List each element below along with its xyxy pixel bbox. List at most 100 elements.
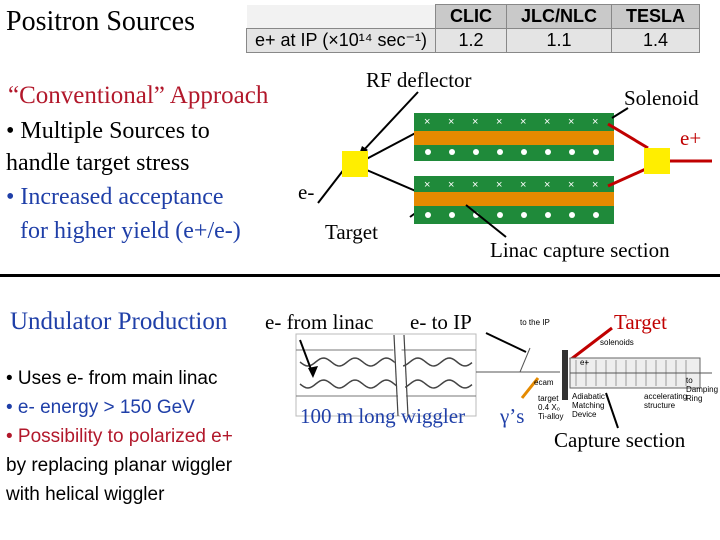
wiggler-wave <box>299 357 473 367</box>
undulator-bullet-3-cont-2: with helical wiggler <box>6 484 165 505</box>
linac-x-mark: × <box>544 179 550 191</box>
to-ip-small-label: to the IP <box>520 318 550 327</box>
linac-dot-mark <box>521 212 527 218</box>
linac-x-mark: × <box>568 179 574 191</box>
wiggler-label: 100 m long wiggler <box>300 404 466 428</box>
undulator-target-label: Target <box>614 310 667 334</box>
accel-small-label: accelerating structure <box>644 392 688 410</box>
linac-x-mark: × <box>544 116 550 128</box>
linac-x-mark: × <box>592 179 598 191</box>
wiggler-break-edge-2 <box>403 334 409 417</box>
solenoid-label: Solenoid <box>624 86 699 110</box>
table-cell-tesla: 1.4 <box>610 28 701 53</box>
target-note-small-label: target 0.4 X₀ Ti-alloy <box>538 394 564 421</box>
conventional-bullet-1-cont: handle target stress <box>6 150 190 176</box>
linac-dot-mark <box>497 149 503 155</box>
linac-x-mark: × <box>496 179 502 191</box>
rf-deflector-label: RF deflector <box>366 68 472 92</box>
wiggler-wave-lower <box>299 379 473 389</box>
wiggler-break <box>392 334 408 417</box>
linac-x-mark: × <box>472 116 478 128</box>
positron-rate-table: CLIC JLC/NLC TESLA e+ at IP (×10¹⁴ sec⁻¹… <box>246 4 701 53</box>
linac-capture-label: Linac capture section <box>490 238 670 262</box>
linac-dot-mark <box>545 212 551 218</box>
table-cell-jlc: 1.1 <box>505 28 612 53</box>
undulator-bullet-3-cont: by replacing planar wiggler <box>6 455 233 476</box>
positron-output-block <box>644 148 670 174</box>
linac-dot-mark <box>593 212 599 218</box>
linac-dot-mark <box>425 149 431 155</box>
linac-x-mark: × <box>424 116 430 128</box>
wiggler-break-edge-1 <box>393 334 399 417</box>
e-from-linac-label: e- from linac <box>265 310 374 334</box>
linac-x-mark: × <box>496 116 502 128</box>
undulator-bullet-1: • Uses e- from main linac <box>6 368 218 389</box>
section-divider <box>0 274 720 277</box>
capture-section-label: Capture section <box>554 428 686 452</box>
linac-cell-marks: × × × × × × × × × × × × × × × × <box>424 116 599 218</box>
table-corner <box>246 4 436 29</box>
linac-x-mark: × <box>448 179 454 191</box>
table-header-row: CLIC JLC/NLC TESLA <box>246 4 701 29</box>
table-col-clic: CLIC <box>434 4 507 29</box>
lower-linac-beam <box>414 192 614 206</box>
table-row-label: e+ at IP (×10¹⁴ sec⁻¹) <box>246 28 436 53</box>
linac-dot-mark <box>545 149 551 155</box>
linac-dot-mark <box>449 149 455 155</box>
e-to-ip-label: e- to IP <box>410 310 472 334</box>
linac-dot-mark <box>569 149 575 155</box>
linac-dot-mark <box>593 149 599 155</box>
conventional-heading: “Conventional” Approach <box>8 82 269 109</box>
upper-output-line <box>607 122 649 150</box>
undulator-bullet-2: • e- energy > 150 GeV <box>6 397 195 418</box>
linac-x-mark: × <box>424 179 430 191</box>
conventional-bullet-2: • Increased acceptance <box>6 184 224 210</box>
conventional-bullet-1: • Multiple Sources to <box>6 118 210 144</box>
undulator-heading: Undulator Production <box>10 308 228 335</box>
undulator-bullet-3: • Possibility to polarized e+ <box>6 426 233 447</box>
solenoids-small-label: solenoids <box>600 338 634 347</box>
e-to-ip-branch <box>519 347 531 373</box>
gamma-arrow <box>520 377 540 399</box>
conventional-target-block <box>342 151 368 177</box>
rf-deflector-arrow <box>361 91 419 153</box>
table-col-tesla: TESLA <box>610 4 701 29</box>
e-to-ip-arrow <box>485 332 527 353</box>
capture-arrow <box>605 392 619 429</box>
electron-label: e- <box>298 180 315 204</box>
target-pointer <box>569 326 613 362</box>
positron-label: e+ <box>680 126 702 150</box>
table-col-jlc: JLC/NLC <box>505 4 612 29</box>
page-title: Positron Sources <box>6 6 195 37</box>
wiggler-frame <box>295 333 477 417</box>
linac-dot-mark <box>425 212 431 218</box>
amd-small-label: Adiabatic Matching Device <box>572 392 605 419</box>
linac-x-mark: × <box>448 116 454 128</box>
linac-dot-mark <box>497 212 503 218</box>
linac-x-mark: × <box>520 116 526 128</box>
linac-x-mark: × <box>592 116 598 128</box>
table-row: e+ at IP (×10¹⁴ sec⁻¹) 1.2 1.1 1.4 <box>246 28 701 53</box>
linac-dot-mark <box>521 149 527 155</box>
linac-dot-mark <box>569 212 575 218</box>
eplus-small-label: e+ <box>580 358 590 367</box>
e-minus-line <box>317 167 346 204</box>
upper-linac-beam <box>414 131 614 145</box>
conventional-bullet-2-cont: for higher yield (e+/e-) <box>20 218 241 244</box>
solenoid-arrow <box>611 107 629 119</box>
linac-x-mark: × <box>520 179 526 191</box>
lower-output-line <box>607 166 649 188</box>
e-from-linac-arrowhead <box>308 366 318 378</box>
linac-x-mark: × <box>472 179 478 191</box>
gammas-label: γ’s <box>500 404 525 428</box>
linac-capture-arrow <box>465 204 507 238</box>
damping-small-label: to Damping Ring <box>686 376 719 403</box>
table-cell-clic: 1.2 <box>434 28 507 53</box>
target-label: Target <box>325 220 378 244</box>
linac-dot-mark <box>449 212 455 218</box>
e-from-linac-arrow <box>299 339 313 373</box>
linac-dot-mark <box>473 149 479 155</box>
undulator-target-plate <box>562 350 568 400</box>
linac-x-mark: × <box>568 116 574 128</box>
